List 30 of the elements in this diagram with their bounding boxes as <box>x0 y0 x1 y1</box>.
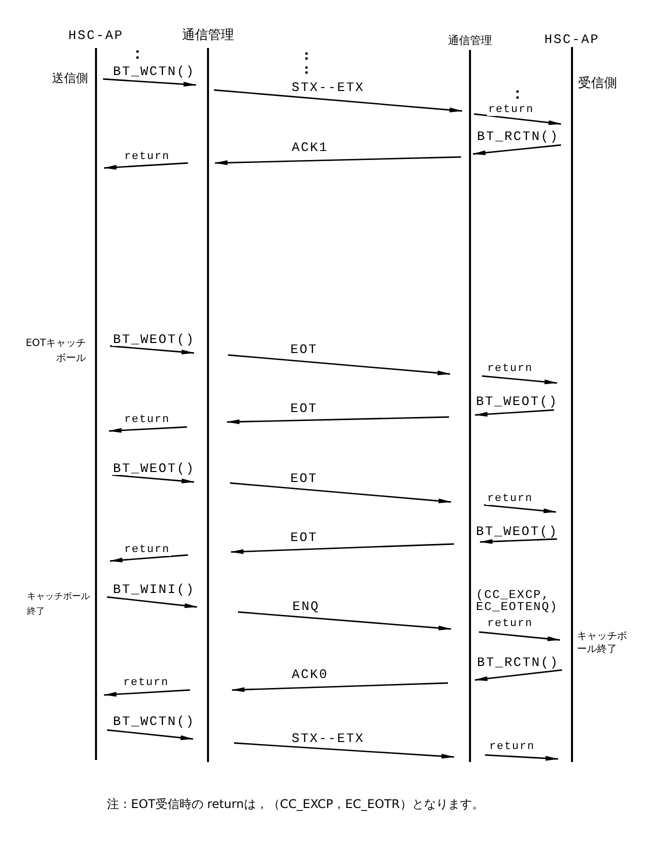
participant-name: HSC-AP <box>68 29 124 42</box>
edge-label: EOT <box>289 342 319 356</box>
edge-label: EOT <box>289 402 319 414</box>
edge-label: EOT <box>289 530 319 544</box>
edge-label: return <box>123 414 171 426</box>
edge-label: return <box>488 742 536 752</box>
side-note: キャッチボール終了 <box>577 630 628 656</box>
edge-label: return <box>487 104 535 116</box>
edge-label: ACK1 <box>290 140 330 154</box>
edge-label: return <box>122 678 170 688</box>
edge-label: return <box>486 618 534 630</box>
edge-label: STX--ETX <box>290 80 366 94</box>
edge-label: return <box>123 152 171 162</box>
edge-label: return <box>486 494 534 504</box>
annotation: (CC_EXCP, EC_EOTENQ) <box>476 589 560 613</box>
edge-label: STX--ETX <box>290 732 366 744</box>
side-note: キャッチボール終了 <box>27 591 91 619</box>
edge-label: return <box>123 544 171 556</box>
edge-label: EOT <box>289 472 319 484</box>
participant-name: HSC-AP <box>544 33 600 46</box>
edge-label: ENQ <box>291 600 321 612</box>
side-note: 送信側 <box>52 72 88 84</box>
side-note: 受信側 <box>578 77 617 90</box>
edge-label: ACK0 <box>290 668 330 680</box>
participant-name: 通信管理 <box>448 35 492 46</box>
side-note: EOTキャッチボール <box>24 337 86 366</box>
footnote: 注：EOT受信時の returnは，（CC_EXCP，EC_EOTR）となります。 <box>107 798 484 810</box>
arrow <box>232 682 448 692</box>
edge-label: return <box>486 364 534 374</box>
participant-name: 通信管理 <box>182 29 234 42</box>
